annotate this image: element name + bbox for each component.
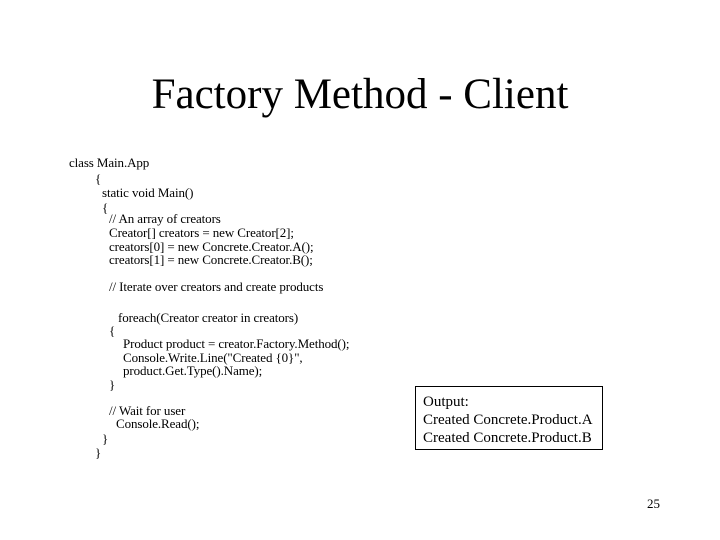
- code-line-creator-b: creators[1] = new Concrete.Creator.B();: [109, 252, 313, 267]
- code-line-class-declaration: class Main.App: [69, 155, 150, 170]
- code-line-foreach: foreach(Creator creator in creators): [118, 310, 299, 325]
- code-line-foreach-open-brace: {: [109, 323, 116, 338]
- output-line-product-a: Created Concrete.Product.A: [423, 412, 593, 428]
- code-line-main-signature: static void Main(): [102, 185, 194, 200]
- code-block: class Main.App { static void Main() { //…: [69, 155, 350, 460]
- code-line-creator-a: creators[0] = new Concrete.Creator.A();: [109, 239, 314, 254]
- code-line-main-close-brace: }: [102, 431, 109, 446]
- code-line-comment-array: // An array of creators: [109, 211, 221, 226]
- output-line-product-b: Created Concrete.Product.B: [423, 430, 592, 446]
- code-line-foreach-close-brace: }: [109, 377, 116, 392]
- code-line-class-open-brace: {: [95, 171, 102, 186]
- code-line-array-declaration: Creator[] creators = new Creator[2];: [109, 225, 294, 240]
- code-line-console-read: Console.Read();: [116, 416, 200, 431]
- code-line-product-type-name: product.Get.Type().Name);: [123, 363, 263, 378]
- slide-title: Factory Method - Client: [151, 71, 569, 118]
- code-line-comment-iterate: // Iterate over creators and create prod…: [109, 279, 324, 294]
- code-line-console-writeline: Console.Write.Line("Created {0}",: [123, 350, 303, 365]
- page-number: 25: [647, 496, 660, 511]
- code-line-product-assignment: Product product = creator.Factory.Method…: [123, 336, 350, 351]
- output-label: Output:: [423, 394, 469, 410]
- code-line-comment-wait: // Wait for user: [109, 403, 186, 418]
- output-box: Output: Created Concrete.Product.A Creat…: [415, 386, 603, 450]
- code-line-class-close-brace: }: [95, 445, 102, 460]
- code-line-main-open-brace: {: [102, 200, 109, 215]
